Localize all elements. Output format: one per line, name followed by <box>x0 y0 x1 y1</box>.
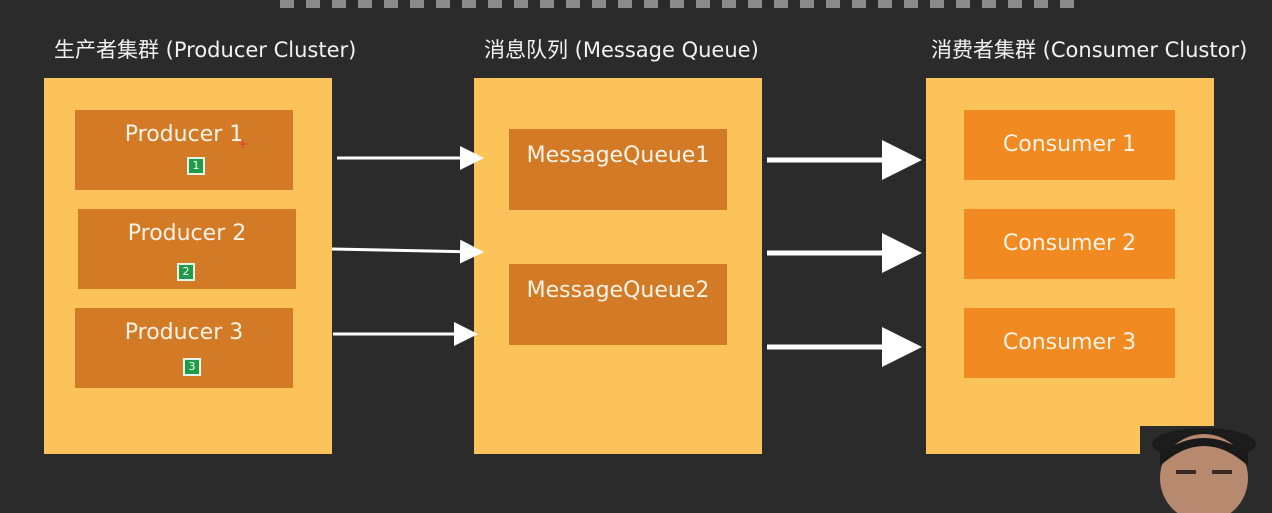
producer-3-badge: 3 <box>183 358 201 376</box>
producer-1-box: Producer 1 1 <box>75 110 293 190</box>
consumer-2-box: Consumer 2 <box>964 209 1175 279</box>
cursor-marker: + <box>238 137 249 151</box>
message-queue-1-box: MessageQueue1 <box>509 129 727 210</box>
consumer-cluster-title: 消费者集群 (Consumer Clustor) <box>931 38 1248 62</box>
producer-1-label: Producer 1 <box>124 122 244 147</box>
producer-1-badge: 1 <box>187 157 205 175</box>
message-queue-title: 消息队列 (Message Queue) <box>484 38 759 62</box>
producer-3-label: Producer 3 <box>124 320 244 345</box>
consumer-3-box: Consumer 3 <box>964 308 1175 378</box>
producer-2-badge: 2 <box>177 263 195 281</box>
arrow-producer2-to-queue <box>331 239 484 264</box>
consumer-1-label: Consumer 1 <box>1002 132 1137 157</box>
producer-2-box: Producer 2 2 <box>78 209 296 289</box>
consumer-2-label: Consumer 2 <box>1002 231 1137 256</box>
message-queue-2-box: MessageQueue2 <box>509 264 727 345</box>
producer-3-box: Producer 3 3 <box>75 308 293 388</box>
consumer-1-box: Consumer 1 <box>964 110 1175 180</box>
message-queue-2-label: MessageQueue2 <box>526 278 710 303</box>
consumer-3-label: Consumer 3 <box>1002 330 1137 355</box>
producer-cluster-title: 生产者集群 (Producer Cluster) <box>54 38 357 62</box>
message-queue-1-label: MessageQueue1 <box>526 143 710 168</box>
top-caption-strip <box>280 0 1080 8</box>
presenter-webcam <box>1140 426 1272 513</box>
producer-2-label: Producer 2 <box>127 221 247 246</box>
